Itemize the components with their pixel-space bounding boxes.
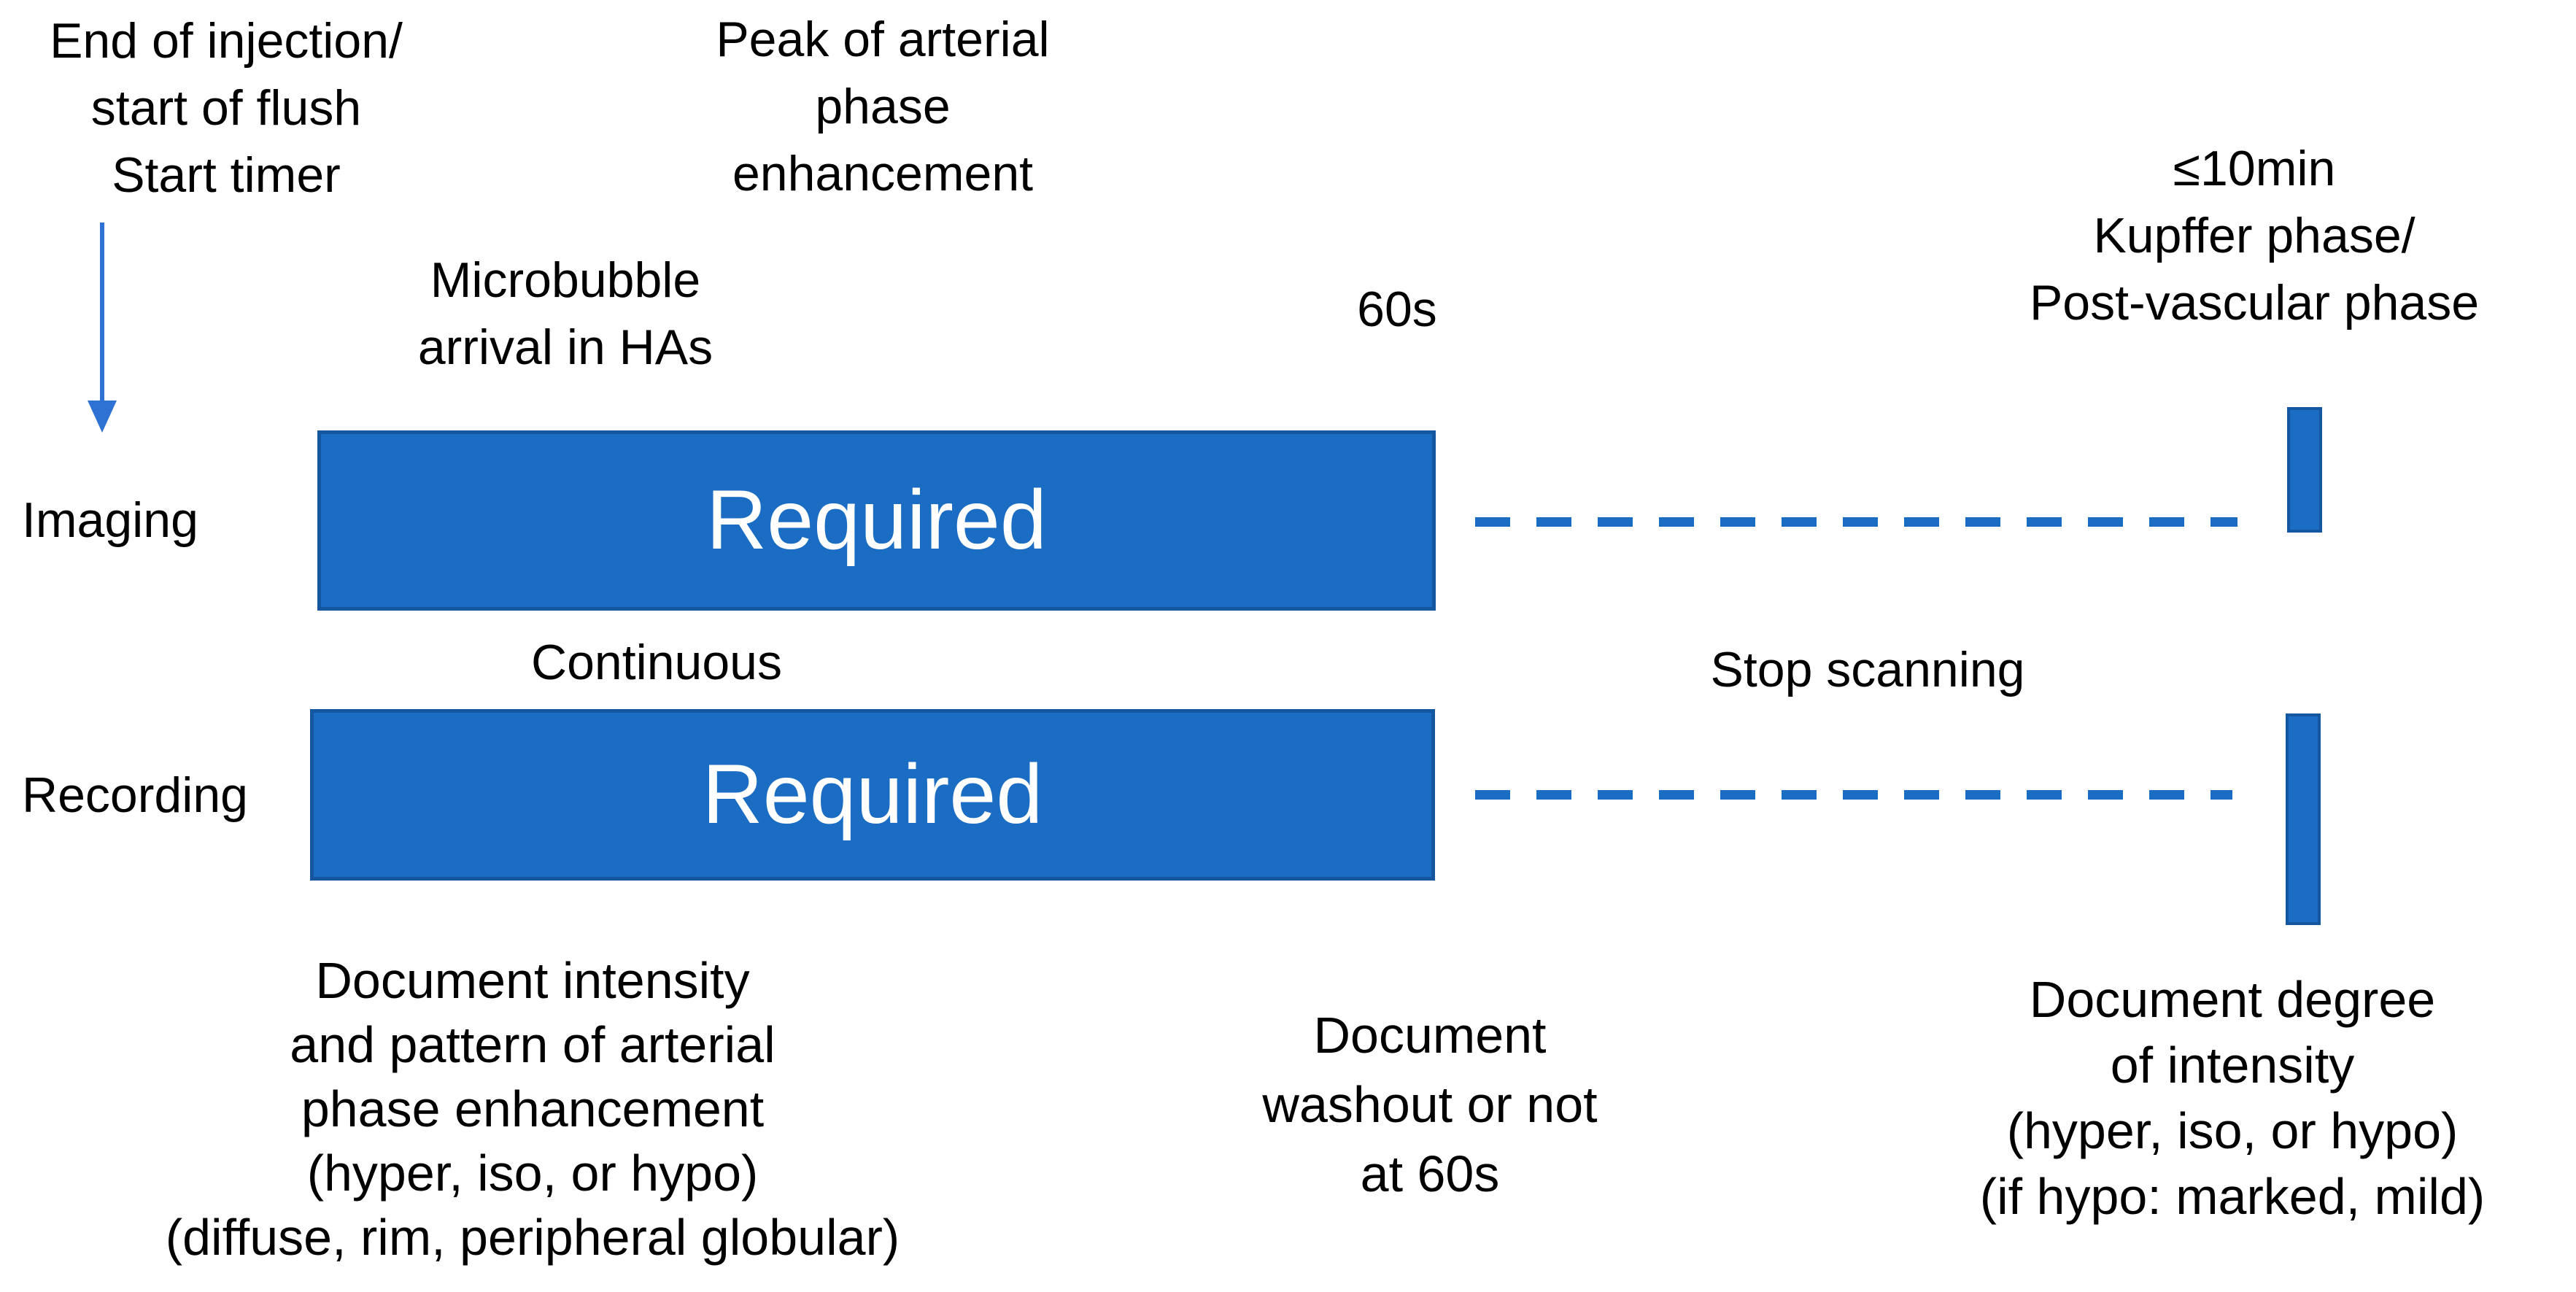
document-washout-note: Document washout or not at 60s <box>1175 1001 1685 1209</box>
kupffer-phase-label: ≤10min Kupffer phase/ Post-vascular phas… <box>1926 135 2576 336</box>
text-line: (hyper, iso, or hypo) <box>306 1145 759 1202</box>
recording-end-bar <box>2286 713 2321 925</box>
recording-required-bar: Required <box>310 709 1435 881</box>
text-line: 60s <box>1357 282 1437 337</box>
text-line: Recording <box>22 767 248 823</box>
peak-arterial-label: Peak of arterial phase enhancement <box>554 6 1211 207</box>
document-arterial-note: Document intensity and pattern of arteri… <box>58 948 1007 1269</box>
text-line: Stop scanning <box>1710 642 2025 697</box>
required-label: Required <box>706 473 1047 567</box>
text-line: Microbubble <box>430 252 701 308</box>
imaging-end-bar <box>2287 407 2322 533</box>
text-line: and pattern of arterial <box>290 1016 775 1073</box>
text-line: ≤10min <box>2173 141 2336 196</box>
text-line: Post-vascular phase <box>2029 275 2480 330</box>
text-line: Peak of arterial <box>716 12 1050 67</box>
imaging-dashed-line <box>1475 517 2237 527</box>
stop-scanning-label: Stop scanning <box>1576 636 2159 703</box>
text-line: (hyper, iso, or hypo) <box>2006 1102 2459 1159</box>
text-line: enhancement <box>732 146 1034 201</box>
recording-dashed-line <box>1475 790 2232 800</box>
continuous-label: Continuous <box>438 629 875 696</box>
text-line: start of flush <box>90 80 362 136</box>
required-label: Required <box>702 748 1043 841</box>
text-line: phase <box>815 79 951 134</box>
sixty-seconds-label: 60s <box>1288 276 1506 343</box>
document-degree-note: Document degree of intensity (hyper, iso… <box>1868 967 2576 1229</box>
text-line: Imaging <box>22 492 198 548</box>
text-line: Document <box>1313 1007 1547 1064</box>
text-line: phase enhancement <box>301 1080 765 1137</box>
text-line: arrival in HAs <box>417 320 713 375</box>
microbubble-label: Microbubble arrival in HAs <box>274 247 857 381</box>
text-line: (diffuse, rim, peripheral globular) <box>165 1209 900 1266</box>
text-line: Kupffer phase/ <box>2093 208 2416 263</box>
text-line: Start timer <box>112 147 341 203</box>
text-line: Document intensity <box>315 952 750 1009</box>
text-line: of intensity <box>2110 1037 2355 1094</box>
text-line: Document degree <box>2029 971 2436 1028</box>
down-arrow-icon <box>82 223 123 438</box>
text-line: (if hypo: marked, mild) <box>1979 1168 2486 1225</box>
imaging-row-label: Imaging <box>22 487 285 554</box>
end-injection-label: End of injection/ start of flush Start t… <box>22 7 430 209</box>
text-line: at 60s <box>1360 1145 1500 1202</box>
text-line: washout or not <box>1262 1076 1598 1133</box>
text-line: End of injection/ <box>50 13 403 69</box>
imaging-required-bar: Required <box>317 430 1436 611</box>
recording-row-label: Recording <box>22 762 314 829</box>
text-line: Continuous <box>530 635 783 690</box>
